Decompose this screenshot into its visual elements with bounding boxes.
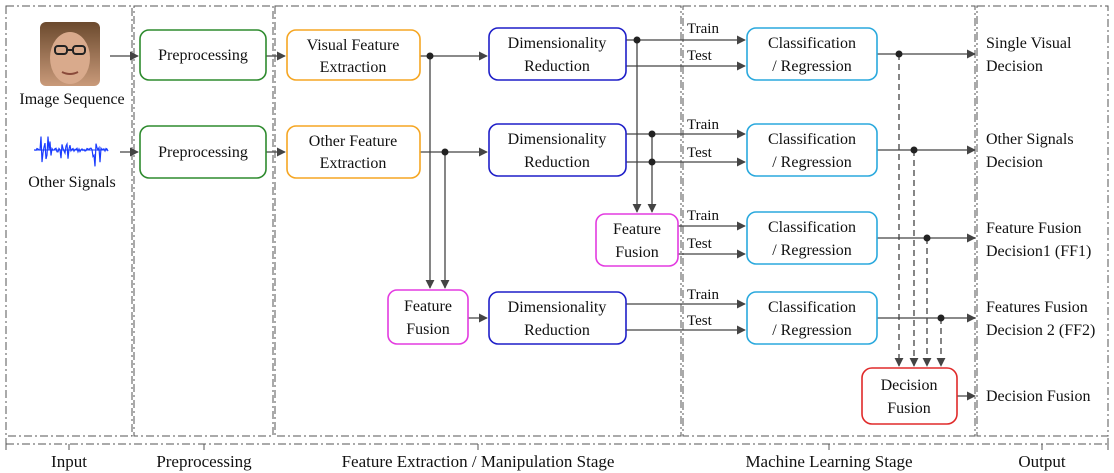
outputs: Single Visual Decision Other Signals Dec… [986,35,1095,405]
svg-text:Dimensionality: Dimensionality [508,35,607,52]
svg-text:Classification: Classification [768,131,856,148]
other-signals-label: Other Signals [28,174,116,191]
svg-text:Reduction: Reduction [524,58,590,75]
svg-text:Extraction: Extraction [320,155,387,172]
svg-text:Visual Feature: Visual Feature [307,37,400,54]
train-label-3: Train [687,208,719,224]
dimensionality-reduction-node-3: Dimensionality Reduction [488,291,627,345]
svg-text:Extraction: Extraction [320,59,387,76]
output-ff2-decision-line2: Decision 2 (FF2) [986,322,1095,339]
svg-text:Classification: Classification [768,219,856,236]
stage-label-input: Input [51,452,87,471]
output-decision-fusion: Decision Fusion [986,388,1090,405]
test-label-3: Test [687,236,713,252]
output-ff1-decision: Feature Fusion [986,220,1082,237]
feature-panel [274,5,682,437]
dimensionality-reduction-node-1: Dimensionality Reduction [488,27,627,81]
svg-text:Dimensionality: Dimensionality [508,131,607,148]
face-photo-icon [40,22,100,86]
svg-text:/ Regression: / Regression [772,242,852,259]
svg-text:Fusion: Fusion [406,321,450,338]
svg-text:/ Regression: / Regression [772,58,852,75]
output-ff2-decision: Features Fusion [986,299,1088,316]
stage-label-output: Output [1018,452,1066,471]
classification-node-4: Classification / Regression [746,291,878,345]
edge-labels: Train Test Train Test Train Test Train T… [687,21,719,329]
stage-label-preprocessing: Preprocessing [156,452,252,471]
classification-node-1: Classification / Regression [746,27,878,81]
output-panel [976,5,1109,437]
input-panel [5,5,133,437]
feature-fusion-node-low: Feature Fusion [387,289,469,345]
svg-text:Feature: Feature [404,298,452,315]
svg-text:Feature: Feature [613,221,661,238]
image-sequence-label: Image Sequence [19,91,124,108]
output-other-signals-decision-line2: Decision [986,154,1043,171]
preprocessing-panel [133,5,274,437]
decision-connectors [894,54,946,367]
svg-text:Fusion: Fusion [615,244,659,261]
test-label-2: Test [687,145,713,161]
audio-waveform-icon [34,136,109,167]
classification-node-3: Classification / Regression [746,211,878,265]
nodes: Preprocessing Preprocessing Visual Featu… [139,27,958,425]
stage-panels [5,5,1109,437]
visual-feature-extraction-node: Visual Feature Extraction [286,29,421,81]
svg-text:Preprocessing: Preprocessing [158,144,248,161]
train-label-4: Train [687,287,719,303]
svg-text:Classification: Classification [768,299,856,316]
train-label-1: Train [687,21,719,37]
train-label-2: Train [687,117,719,133]
dimensionality-reduction-node-2: Dimensionality Reduction [488,123,627,177]
test-label-4: Test [687,313,713,329]
preprocessing-node-2: Preprocessing [139,125,267,179]
feature-fusion-node-mid: Feature Fusion [595,213,679,267]
output-single-visual-decision: Single Visual [986,35,1072,52]
svg-text:/ Regression: / Regression [772,154,852,171]
svg-text:Other Feature: Other Feature [309,133,397,150]
other-feature-extraction-node: Other Feature Extraction [286,125,421,179]
ml-panel [682,5,976,437]
stage-labels: Input Preprocessing Feature Extraction /… [51,452,1066,471]
svg-text:Reduction: Reduction [524,154,590,171]
connectors [110,35,976,401]
output-single-visual-decision-line2: Decision [986,58,1043,75]
test-label-1: Test [687,48,713,64]
stage-label-feature: Feature Extraction / Manipulation Stage [342,452,615,471]
svg-text:Classification: Classification [768,35,856,52]
classification-node-2: Classification / Regression [746,123,878,177]
svg-text:Preprocessing: Preprocessing [158,47,248,64]
stage-label-ml: Machine Learning Stage [745,452,912,471]
output-ff1-decision-line2: Decision1 (FF1) [986,243,1091,260]
svg-text:Dimensionality: Dimensionality [508,299,607,316]
stage-axis [5,438,1109,450]
svg-text:/ Regression: / Regression [772,322,852,339]
svg-text:Fusion: Fusion [887,400,931,417]
junction-dots [426,36,945,322]
svg-text:Decision: Decision [881,377,938,394]
output-other-signals-decision: Other Signals [986,131,1074,148]
decision-fusion-node: Decision Fusion [861,367,958,425]
preprocessing-node-1: Preprocessing [139,29,267,81]
svg-text:Reduction: Reduction [524,322,590,339]
